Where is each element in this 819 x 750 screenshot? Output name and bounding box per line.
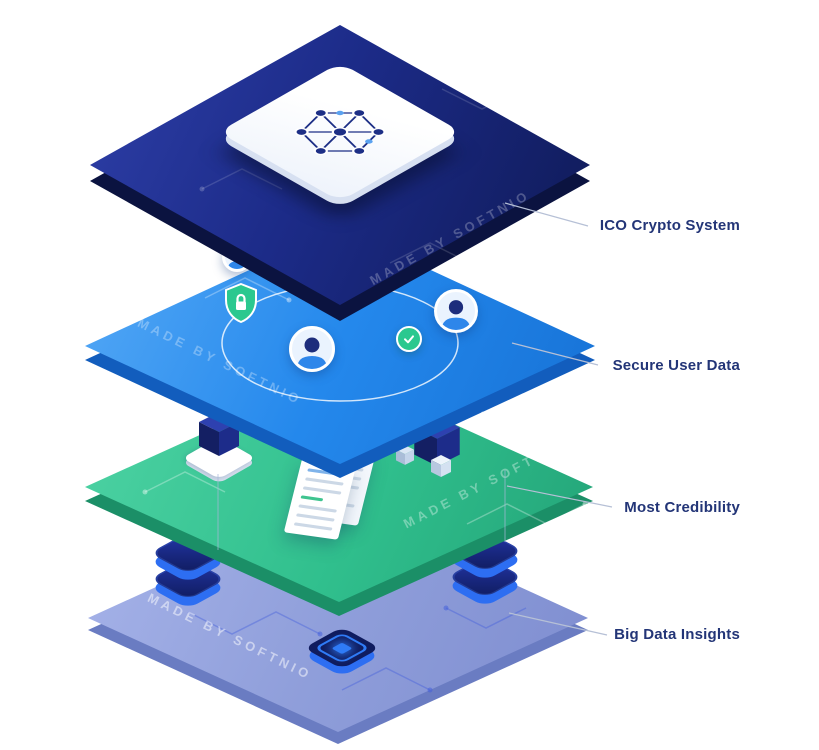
watermark-text: MADE BY SOFTNIO — [367, 187, 533, 288]
callout-secure-user-data: Secure User Data — [612, 357, 740, 374]
platform — [218, 62, 462, 222]
cpu-chip-icon — [303, 626, 381, 677]
user-avatar-icon — [434, 289, 478, 333]
callout-ico-crypto-system: ICO Crypto System — [599, 217, 740, 234]
network-icon — [294, 108, 386, 156]
cube-icon — [431, 455, 451, 477]
watermark-text: MADE BY SOFTNIO — [145, 590, 315, 683]
watermark-text: MADE BY SOFTNIO — [135, 315, 305, 408]
callout-big-data-insights: Big Data Insights — [614, 626, 740, 643]
callout-most-credibility: Most Credibility — [624, 499, 740, 516]
check-icon — [396, 326, 422, 352]
cube-icon — [396, 445, 414, 465]
shield-lock-icon — [225, 283, 257, 323]
layer-ico-crypto-system: MADE BY SOFTNIO — [90, 25, 590, 321]
user-avatar-icon — [289, 326, 335, 372]
